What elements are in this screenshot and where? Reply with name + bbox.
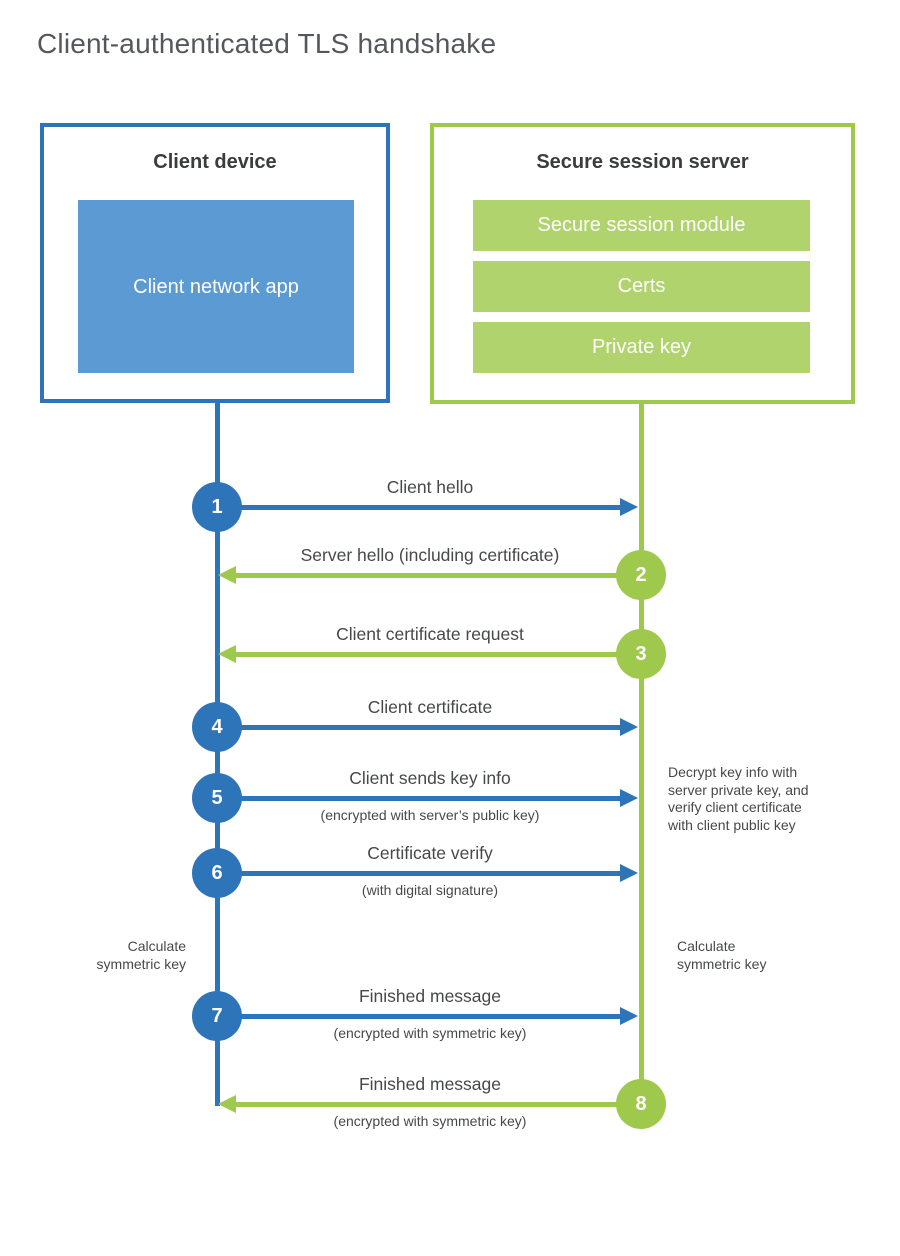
message-arrow-1	[240, 504, 622, 510]
arrowhead-icon	[620, 1007, 638, 1025]
step-number: 2	[635, 563, 647, 586]
calculate-symmetric-key-note-client: Calculate symmetric key	[96, 938, 186, 972]
server-title: Secure session server	[536, 151, 749, 173]
server-box: Secure session server Secure session mod…	[430, 123, 855, 404]
message-label-8: Finished message	[358, 1074, 502, 1094]
step-number: 8	[635, 1092, 647, 1115]
step-circle-7: 7	[192, 991, 242, 1041]
message-label-2: Server hello (including certificate)	[300, 545, 560, 565]
step-number: 5	[211, 786, 223, 809]
step-number: 6	[211, 861, 223, 884]
client-device-box: Client device Client network app	[40, 123, 390, 403]
step-circle-2: 2	[616, 550, 666, 600]
message-label-6: Certificate verify	[367, 843, 493, 863]
server-module-certs: Certs	[473, 261, 810, 312]
step-circle-3: 3	[616, 629, 666, 679]
message-arrow-3	[236, 651, 618, 657]
arrowhead-icon	[218, 1095, 236, 1113]
message-label-1: Client hello	[386, 477, 474, 497]
message-arrow-4	[240, 724, 622, 730]
message-arrow-5	[240, 795, 622, 801]
server-lifeline	[639, 404, 644, 1104]
step-number: 3	[635, 642, 647, 665]
server-module-secure-session: Secure session module	[473, 200, 810, 251]
message-label-7: Finished message	[358, 986, 502, 1006]
message-arrow-2	[236, 572, 618, 578]
client-network-app-box: Client network app	[78, 200, 354, 373]
message-label-4: Client certificate	[367, 697, 493, 717]
step-circle-1: 1	[192, 482, 242, 532]
step-circle-4: 4	[192, 702, 242, 752]
message-arrow-7	[240, 1013, 622, 1019]
message-arrow-6	[240, 870, 622, 876]
arrowhead-icon	[218, 645, 236, 663]
step-circle-6: 6	[192, 848, 242, 898]
message-label-3: Client certificate request	[336, 624, 524, 644]
arrowhead-icon	[218, 566, 236, 584]
message-sublabel-6: (with digital signature)	[361, 882, 499, 898]
message-label-5: Client sends key info	[349, 768, 511, 788]
arrowhead-icon	[620, 498, 638, 516]
client-lifeline	[215, 403, 220, 1106]
client-device-title: Client device	[153, 151, 277, 173]
page-title: Client-authenticated TLS handshake	[37, 28, 497, 59]
server-module-private-key: Private key	[473, 322, 810, 373]
message-sublabel-8: (encrypted with symmetric key)	[333, 1113, 527, 1129]
decrypt-key-note: Decrypt key info with server private key…	[668, 764, 809, 833]
arrowhead-icon	[620, 789, 638, 807]
step-number: 4	[211, 715, 223, 738]
arrowhead-icon	[620, 864, 638, 882]
message-sublabel-5: (encrypted with server’s public key)	[320, 807, 540, 823]
message-arrow-8	[236, 1101, 618, 1107]
arrowhead-icon	[620, 718, 638, 736]
step-circle-5: 5	[192, 773, 242, 823]
client-network-app-label: Client network app	[133, 275, 299, 298]
step-circle-8: 8	[616, 1079, 666, 1129]
step-number: 7	[211, 1004, 223, 1027]
calculate-symmetric-key-note-server: Calculate symmetric key	[677, 938, 767, 972]
message-sublabel-7: (encrypted with symmetric key)	[333, 1025, 527, 1041]
step-number: 1	[211, 495, 223, 518]
